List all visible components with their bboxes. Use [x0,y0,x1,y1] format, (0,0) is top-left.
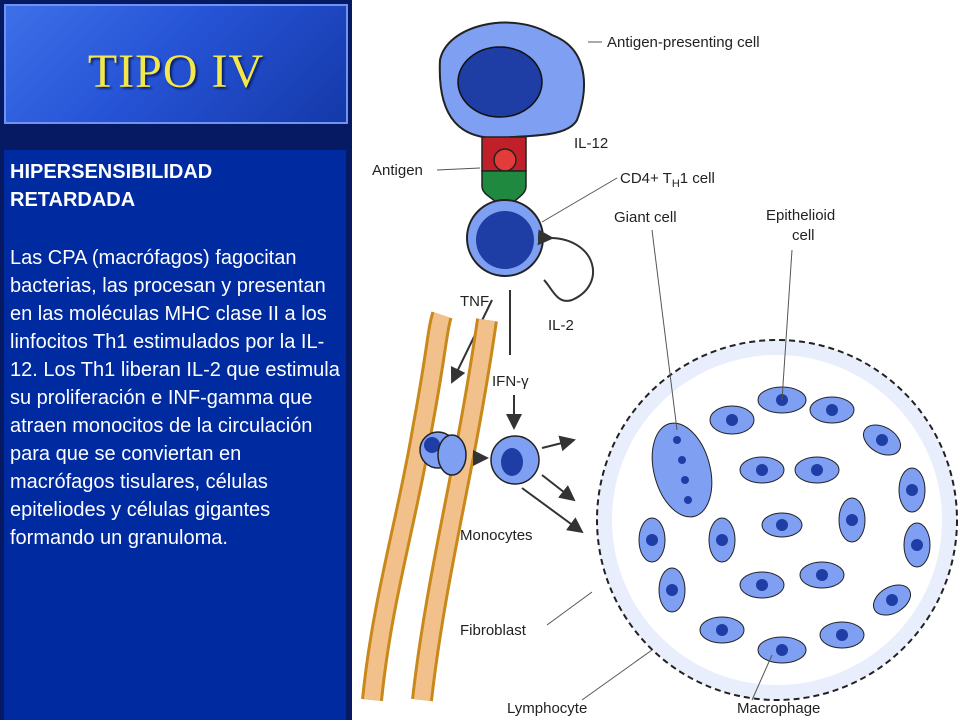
label-lymphocyte: Lymphocyte [507,700,587,717]
granuloma-diagram: Antigen-presenting cell IL-12 Antigen CD… [361,21,958,717]
label-cd4-th1-cell: CD4+ TH1 cell [620,170,715,190]
cd4-th1-cell [466,199,544,277]
label-epithelioid: Epithelioid [766,207,835,224]
label-apc: Antigen-presenting cell [607,34,760,51]
label-ifn-gamma: IFN-γ [492,373,529,390]
label-fibroblast: Fibroblast [460,622,527,639]
label-tnf: TNF [460,293,489,310]
label-macrophage: Macrophage [737,700,820,717]
slide-title: TIPO IV [87,45,265,98]
label-giant-cell: Giant cell [614,209,677,226]
monocyte [490,435,540,485]
mhc-receptor [481,136,527,207]
label-antigen: Antigen [372,162,423,179]
label-epithelioid-cell: cell [792,227,815,244]
title-box: TIPO IV [4,4,348,124]
granuloma [596,339,958,701]
slide-body: Las CPA (macrófagos) fagocitan bacterias… [10,247,340,549]
label-il2: IL-2 [548,317,574,334]
slide-heading: HIPERSENSIBILIDAD RETARDADA [10,161,213,211]
blood-vessel [361,311,498,702]
label-il12: IL-12 [574,135,608,152]
text-box: HIPERSENSIBILIDAD RETARDADA Las CPA (mac… [4,150,346,720]
left-panel: TIPO IV HIPERSENSIBILIDAD RETARDADA Las … [0,0,352,720]
label-monocytes: Monocytes [460,527,533,544]
antigen-presenting-cell [438,21,586,140]
